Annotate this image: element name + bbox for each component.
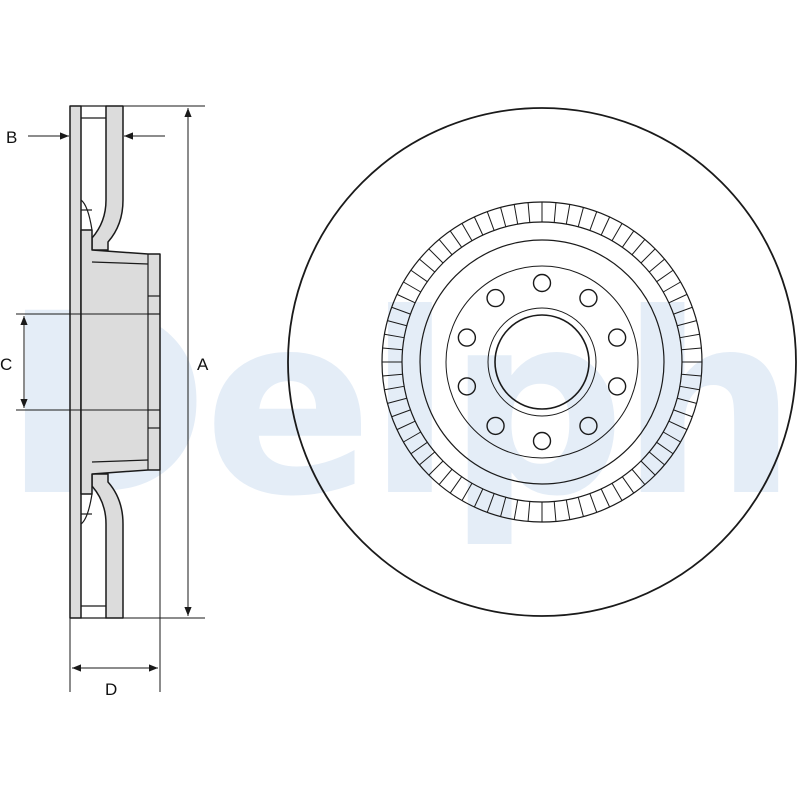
cooling-vane bbox=[656, 269, 674, 283]
bolt-hole bbox=[579, 416, 598, 436]
cooling-vane bbox=[673, 306, 693, 315]
cooling-vane bbox=[662, 431, 681, 443]
cooling-vane bbox=[677, 397, 697, 404]
cooling-vane bbox=[438, 468, 453, 485]
cooling-vane bbox=[428, 460, 444, 476]
cooling-vane bbox=[673, 409, 693, 418]
bolt-hole bbox=[579, 288, 598, 308]
bolt-hole bbox=[532, 431, 552, 451]
cooling-vane bbox=[681, 347, 702, 351]
cooling-vane bbox=[681, 373, 702, 377]
cooling-vane bbox=[553, 202, 557, 223]
cooling-vane bbox=[640, 248, 656, 264]
cooling-vane bbox=[486, 211, 495, 231]
cooling-vane bbox=[461, 482, 473, 501]
cooling-vane bbox=[461, 223, 473, 242]
cooling-vane bbox=[410, 269, 428, 283]
bolt-hole bbox=[607, 377, 627, 396]
cooling-vane bbox=[473, 488, 484, 508]
cooling-vane bbox=[577, 497, 584, 517]
cooling-vane bbox=[611, 223, 623, 242]
hat-inner-edge bbox=[445, 265, 639, 459]
bolt-hole bbox=[457, 377, 477, 396]
dimension-d-label: D bbox=[105, 680, 117, 699]
cooling-vane bbox=[631, 468, 646, 485]
cooling-vane bbox=[449, 476, 463, 494]
cooling-vane bbox=[648, 451, 665, 466]
cooling-vane bbox=[589, 211, 598, 231]
cooling-vane bbox=[428, 248, 444, 264]
cooling-vane bbox=[396, 420, 416, 431]
cooling-vane bbox=[513, 204, 519, 225]
dimension-lines bbox=[16, 105, 205, 692]
bolt-holes bbox=[457, 273, 627, 451]
cooling-vane bbox=[449, 230, 463, 248]
cooling-vane bbox=[611, 482, 623, 501]
cooling-vane bbox=[500, 497, 507, 517]
centre-bore bbox=[494, 314, 590, 410]
disc-face-view bbox=[287, 107, 797, 617]
cooling-vane bbox=[565, 499, 571, 520]
cooling-vane bbox=[382, 347, 403, 351]
cooling-vane bbox=[527, 501, 531, 522]
cooling-vane bbox=[621, 230, 635, 248]
cooling-vane bbox=[668, 293, 688, 304]
dimension-a-label: A bbox=[197, 355, 209, 374]
cooling-vane bbox=[679, 333, 700, 339]
hat-outer-edge bbox=[419, 239, 665, 485]
cooling-vane bbox=[553, 501, 557, 522]
cooling-vane bbox=[589, 493, 598, 513]
cooling-vane bbox=[565, 204, 571, 225]
cooling-vane bbox=[500, 207, 507, 227]
cooling-vane bbox=[384, 385, 405, 391]
cooling-vane bbox=[419, 451, 436, 466]
disc-cross-section bbox=[69, 105, 161, 619]
cooling-vane bbox=[577, 207, 584, 227]
cooling-vane bbox=[387, 320, 407, 327]
cooling-vane bbox=[438, 239, 453, 256]
cooling-vane bbox=[384, 333, 405, 339]
bolt-hole bbox=[486, 288, 505, 308]
cooling-vane bbox=[513, 499, 519, 520]
cooling-vane bbox=[403, 281, 422, 293]
cooling-vanes bbox=[382, 202, 702, 522]
cooling-vane bbox=[600, 488, 611, 508]
cooling-vane bbox=[600, 216, 611, 236]
disc-outer-edge bbox=[287, 107, 797, 617]
cooling-vane bbox=[419, 258, 436, 273]
cooling-vane bbox=[391, 409, 411, 418]
bolt-hole bbox=[532, 273, 552, 293]
cooling-vane bbox=[668, 420, 688, 431]
bolt-hole bbox=[486, 416, 505, 436]
cooling-vane bbox=[677, 320, 697, 327]
cooling-vane bbox=[679, 385, 700, 391]
cooling-vane bbox=[621, 476, 635, 494]
cooling-vane bbox=[391, 306, 411, 315]
bolt-hole bbox=[457, 328, 477, 347]
dimension-c-label: C bbox=[0, 355, 12, 374]
cooling-vane bbox=[640, 460, 656, 476]
cooling-vane bbox=[473, 216, 484, 236]
cooling-vane bbox=[486, 493, 495, 513]
centre-bore-chamfer bbox=[487, 307, 597, 417]
dimension-b-label: B bbox=[6, 128, 17, 147]
cooling-vane bbox=[382, 373, 403, 377]
cooling-vane bbox=[631, 239, 646, 256]
cooling-vane bbox=[662, 281, 681, 293]
bolt-hole bbox=[607, 328, 627, 347]
cooling-vane bbox=[410, 441, 428, 455]
friction-ring-outer-face-bottom bbox=[91, 473, 124, 619]
cooling-vane bbox=[396, 293, 416, 304]
cooling-vane bbox=[527, 202, 531, 223]
cooling-vane bbox=[403, 431, 422, 443]
cooling-vane bbox=[648, 258, 665, 273]
friction-ring-outer-face-top bbox=[91, 105, 124, 251]
friction-ring-inner-face bbox=[69, 105, 82, 619]
cooling-vane bbox=[387, 397, 407, 404]
cooling-vane bbox=[656, 441, 674, 455]
